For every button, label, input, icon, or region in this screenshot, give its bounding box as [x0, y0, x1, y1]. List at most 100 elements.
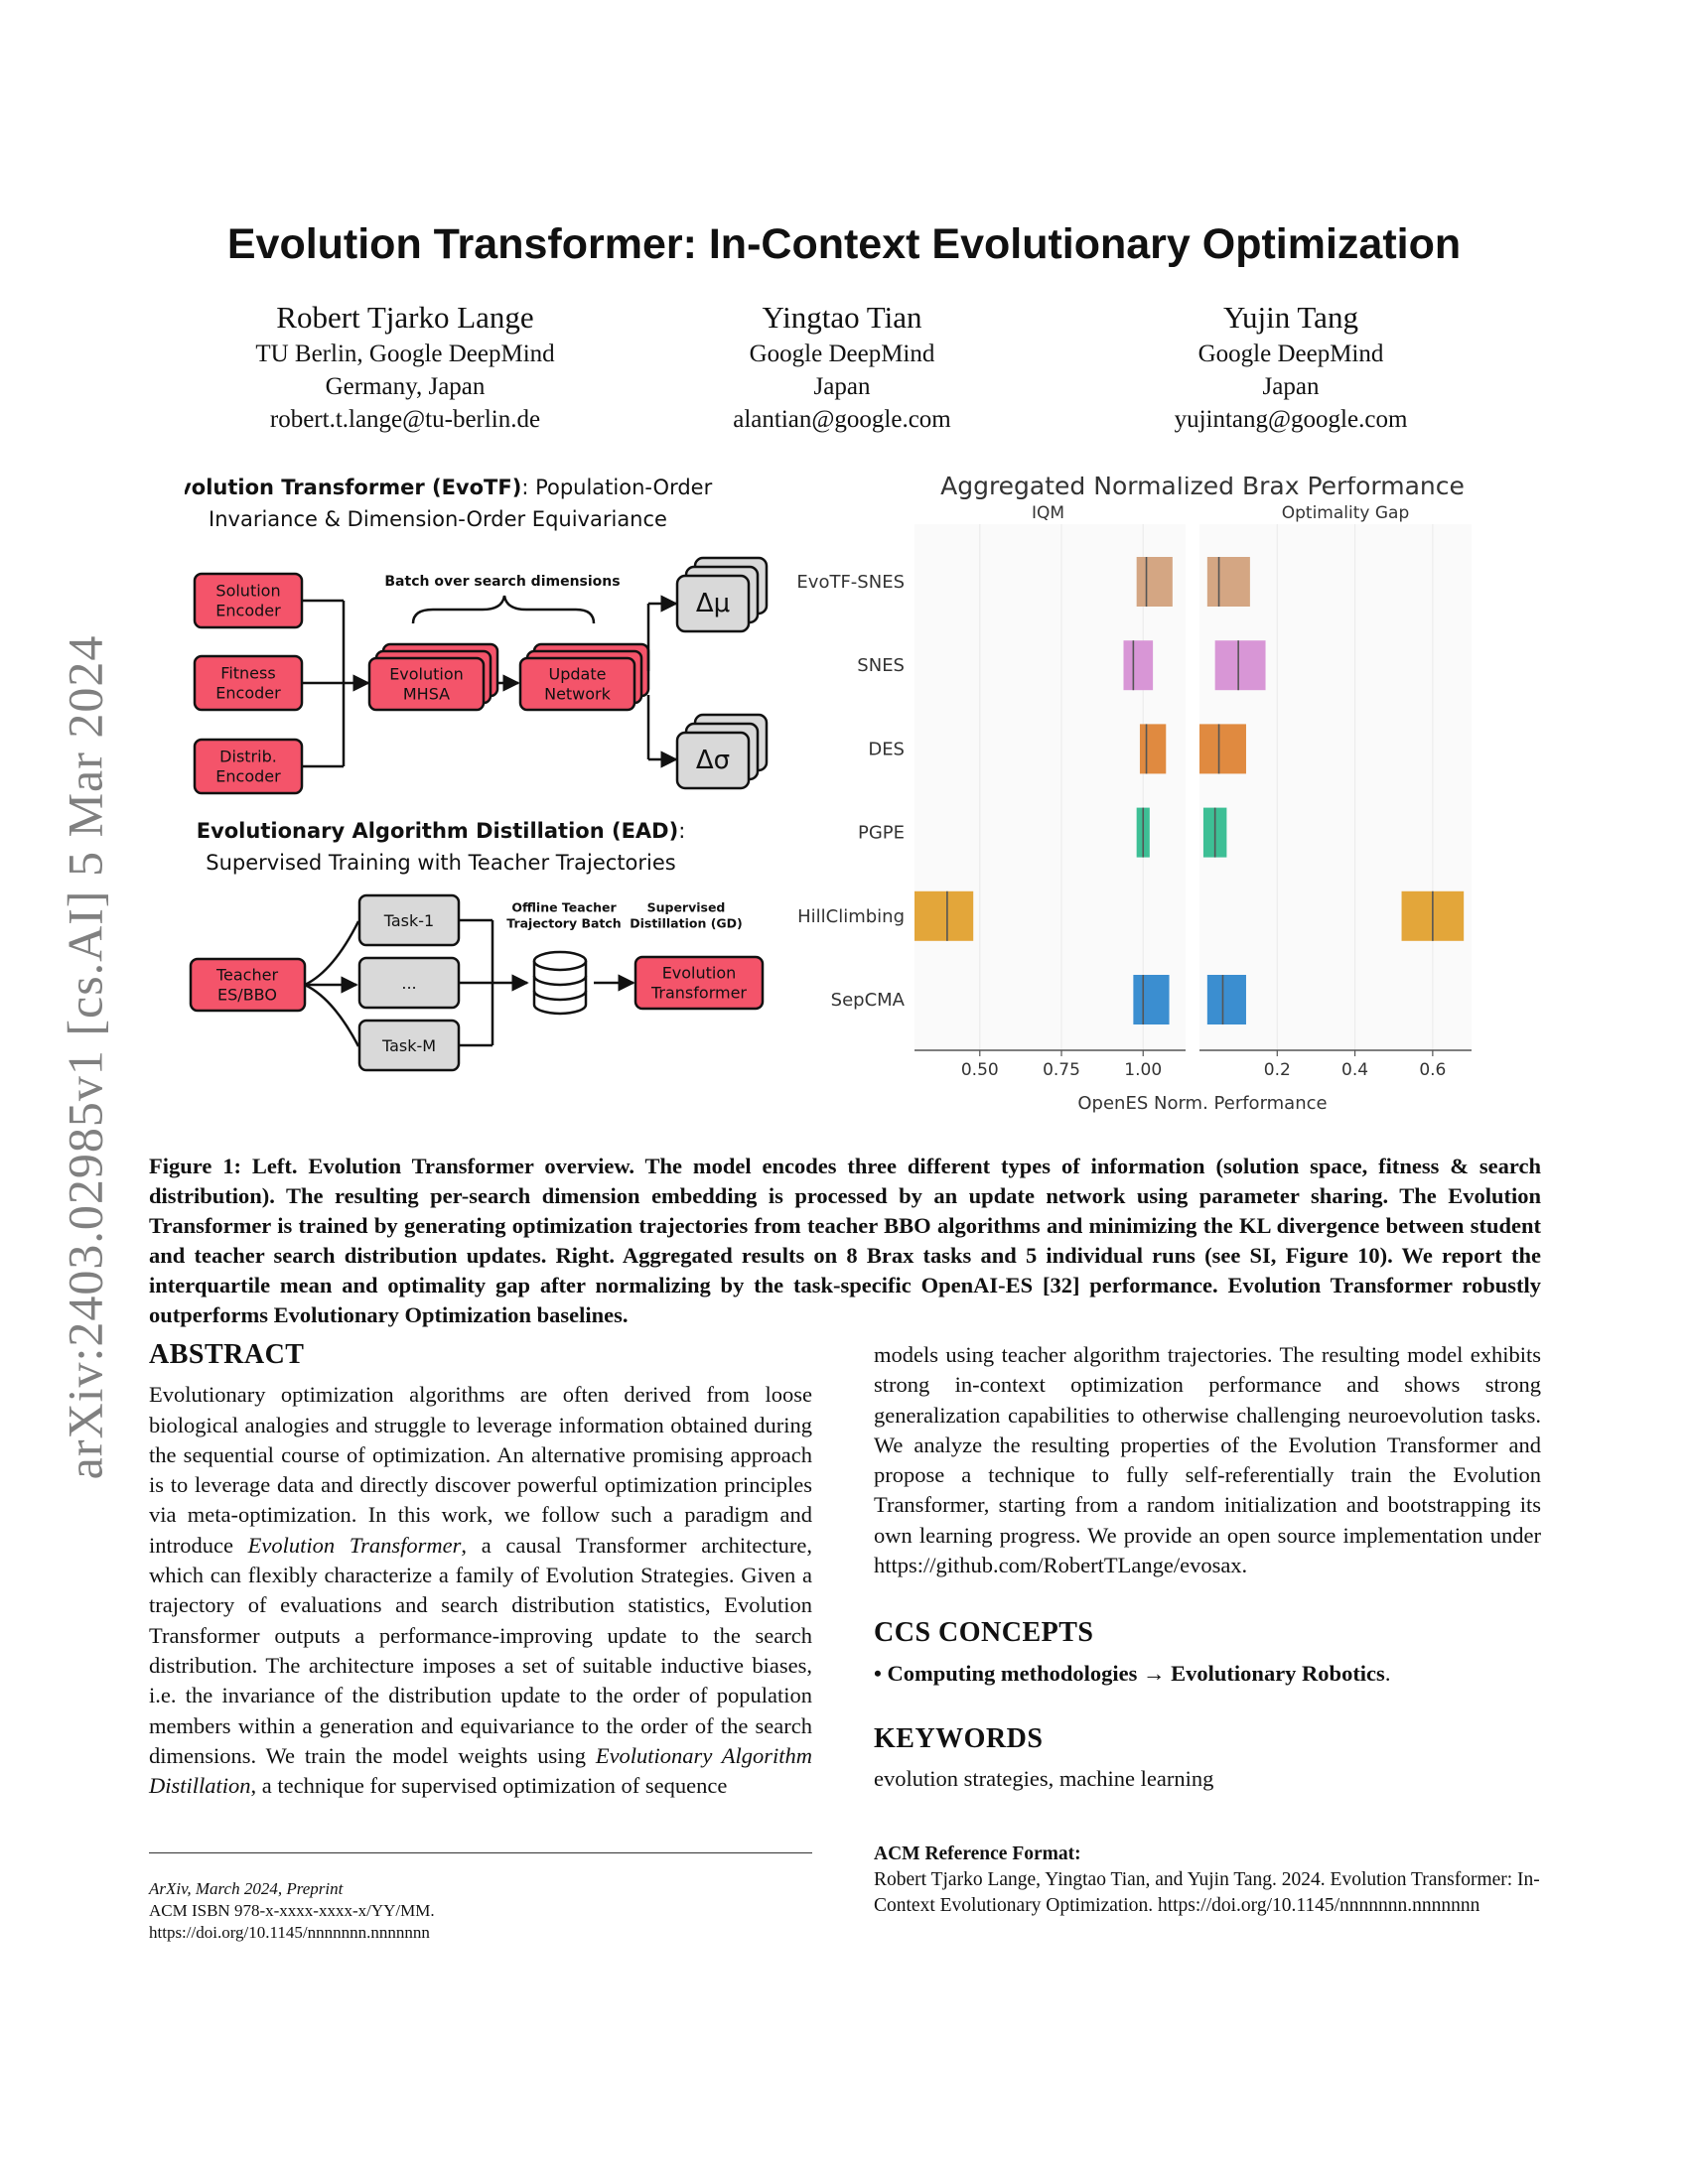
paper-title: Evolution Transformer: In-Context Evolut…: [226, 220, 1462, 268]
acm-reference: ACM Reference Format: Robert Tjarko Lang…: [874, 1842, 1589, 1919]
figure-caption: Figure 1: Left. Evolution Transformer ov…: [149, 1154, 1541, 1327]
ead-title-bold: Evolutionary Algorithm Distillation (EAD…: [197, 819, 678, 843]
keywords-text: evolution strategies, machine learning: [874, 1766, 1214, 1792]
teacher-label-line: Teacher: [215, 966, 278, 985]
author-email: alantian@google.com: [733, 406, 951, 433]
database-ring: [532, 990, 588, 1002]
author-name: Yingtao Tian: [762, 300, 922, 335]
evotf-diagram: Evolution Transformer (EvoTF): Populatio…: [185, 477, 769, 1072]
diagram-title-bold: Evolution Transformer (EvoTF): [185, 477, 521, 499]
offline-batch-label-line: Offline Teacher: [511, 899, 617, 914]
update-box-layer: [518, 656, 636, 712]
encoder-label-line: Distrib.: [219, 748, 277, 766]
footnote-isbn: ACM ISBN 978-x-xxxx-xxxx-x/YY/MM.: [149, 1901, 435, 1920]
author-block-3: Yujin Tang Google DeepMind Japan yujinta…: [1062, 298, 1519, 436]
diagram-title: Evolution Transformer (EvoTF): Populatio…: [185, 477, 713, 499]
gap-box: [1206, 975, 1246, 1024]
fan-line: [304, 983, 360, 1047]
gap-panel-bg: [1199, 524, 1472, 1050]
row-label: SNES: [857, 655, 905, 676]
x-tick-label: 0.6: [1419, 1060, 1446, 1080]
encoder-label-line: Encoder: [215, 767, 281, 786]
author-location: Japan: [1262, 373, 1320, 400]
batch-label: Batch over search dimensions: [384, 574, 620, 590]
database-icon: [532, 950, 588, 1016]
chart-title: Aggregated Normalized Brax Performance: [940, 477, 1465, 500]
encoder-label-line: Encoder: [215, 602, 281, 620]
distillation-label-line: Supervised: [647, 899, 726, 914]
left-column: ABSTRACT Evolutionary optimization algor…: [149, 1339, 813, 1801]
task-label: ...: [401, 974, 416, 993]
gap-box: [1199, 724, 1246, 774]
task-label: Task-1: [383, 911, 434, 930]
diagram-title-rest: : Population-Order: [521, 477, 712, 499]
abstract-heading: ABSTRACT: [149, 1339, 305, 1370]
delta-mu-box-label: Δμ: [696, 589, 730, 618]
footnote-doi: https://doi.org/10.1145/nnnnnnn.nnnnnnn: [149, 1923, 430, 1942]
brax-performance-chart: Aggregated Normalized Brax PerformanceIQ…: [796, 477, 1472, 1114]
row-label: HillClimbing: [797, 906, 905, 927]
acm-reference-text: Robert Tjarko Lange, Yingtao Tian, and Y…: [874, 1869, 1540, 1916]
offline-batch-label-line: Trajectory Batch: [506, 915, 621, 930]
update-box-label-line: Update: [549, 665, 607, 684]
iqm-box: [1133, 975, 1170, 1024]
keywords-heading: KEYWORDS: [874, 1722, 1044, 1754]
fan-line: [304, 920, 360, 987]
mhsa-box-label-line: MHSA: [403, 685, 450, 704]
gap-panel-title: Optimality Gap: [1282, 503, 1410, 523]
author-name: Yujin Tang: [1223, 300, 1358, 335]
iqm-panel-title: IQM: [1032, 503, 1064, 523]
author-name: Robert Tjarko Lange: [276, 300, 534, 335]
author-location: Japan: [813, 373, 871, 400]
row-label: DES: [868, 739, 905, 759]
encoder-label-line: Solution: [215, 582, 280, 601]
author-affiliation: TU Berlin, Google DeepMind: [255, 341, 555, 367]
task-label: Task-M: [381, 1036, 436, 1055]
acm-reference-heading: ACM Reference Format:: [874, 1843, 1081, 1864]
database-ring: [532, 975, 588, 987]
iqm-box: [1136, 557, 1173, 607]
x-axis-label: OpenES Norm. Performance: [1077, 1093, 1327, 1114]
gap-box: [1214, 640, 1266, 691]
ead-subtitle: Supervised Training with Teacher Traject…: [206, 851, 676, 875]
delta-mu-box-layer: [675, 574, 751, 633]
author-email: yujintang@google.com: [1174, 406, 1408, 433]
x-tick-label: 0.4: [1341, 1060, 1368, 1080]
author-block-1: Robert Tjarko Lange TU Berlin, Google De…: [177, 298, 633, 436]
encoder-label-line: Encoder: [215, 684, 281, 703]
author-location: Germany, Japan: [325, 373, 486, 400]
iqm-box: [1123, 640, 1154, 691]
author-affiliation: Google DeepMind: [1197, 341, 1384, 367]
evolution-transformer-label-line: Evolution: [662, 964, 737, 983]
encoder-label: Distrib.Encoder: [215, 748, 281, 786]
x-tick-label: 0.75: [1043, 1060, 1080, 1080]
teacher-label-line: ES/BBO: [217, 986, 277, 1005]
delta-sigma-box-layer: [675, 731, 751, 790]
brace: [411, 595, 596, 624]
x-tick-label: 0.50: [961, 1060, 999, 1080]
diagram-subtitle: Invariance & Dimension-Order Equivarianc…: [209, 507, 667, 531]
author-affiliation: Google DeepMind: [749, 341, 935, 367]
abstract-text: Evolutionary optimization algorithms are…: [149, 1382, 813, 1799]
row-label: PGPE: [858, 823, 905, 844]
right-column: models using teacher algorithm trajector…: [874, 1340, 1541, 1795]
database-top: [532, 950, 588, 972]
distillation-label-line: Distillation (GD): [630, 915, 743, 930]
mhsa-box-layer: [367, 656, 486, 712]
database-body: [532, 961, 588, 1016]
delta-sigma-box-label: Δσ: [696, 746, 730, 775]
author-email: robert.t.lange@tu-berlin.de: [269, 406, 541, 433]
ead-title-rest: :: [678, 819, 685, 843]
figure-1: Evolution Transformer (EvoTF): Populatio…: [185, 477, 1472, 1114]
mhsa-box-label-line: Evolution: [389, 665, 464, 684]
x-tick-label: 0.2: [1264, 1060, 1291, 1080]
footnote-rule: [149, 1852, 812, 1853]
gap-box: [1206, 557, 1250, 607]
abstract-continuation: models using teacher algorithm trajector…: [874, 1342, 1541, 1578]
